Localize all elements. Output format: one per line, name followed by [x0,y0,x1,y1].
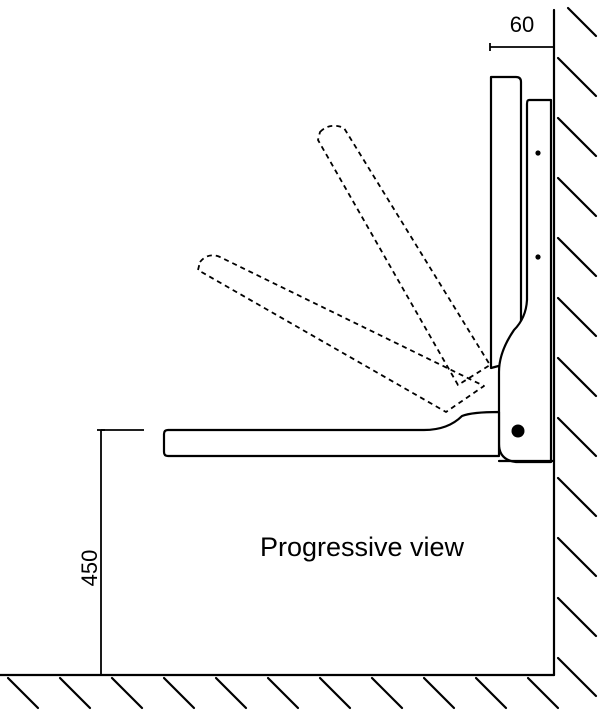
bracket-screw-upper [535,150,541,156]
height-dimension: 450 [77,429,144,675]
hinge-pivot [511,424,525,438]
view-caption: Progressive view [260,532,465,562]
depth-dimension-label: 60 [510,12,534,37]
depth-dimension: 60 [489,12,555,51]
height-dimension-label: 450 [77,550,102,587]
seat-folded-position [489,75,523,370]
seat-intermediate-position-upper [317,124,491,386]
seat-deployed-position [162,410,501,458]
seat-intermediate-position-lower [197,254,485,413]
wall-hatching [556,6,598,698]
bracket-screw-lower [535,254,541,260]
floor-hatching [6,676,560,710]
wall-bracket [497,98,553,464]
